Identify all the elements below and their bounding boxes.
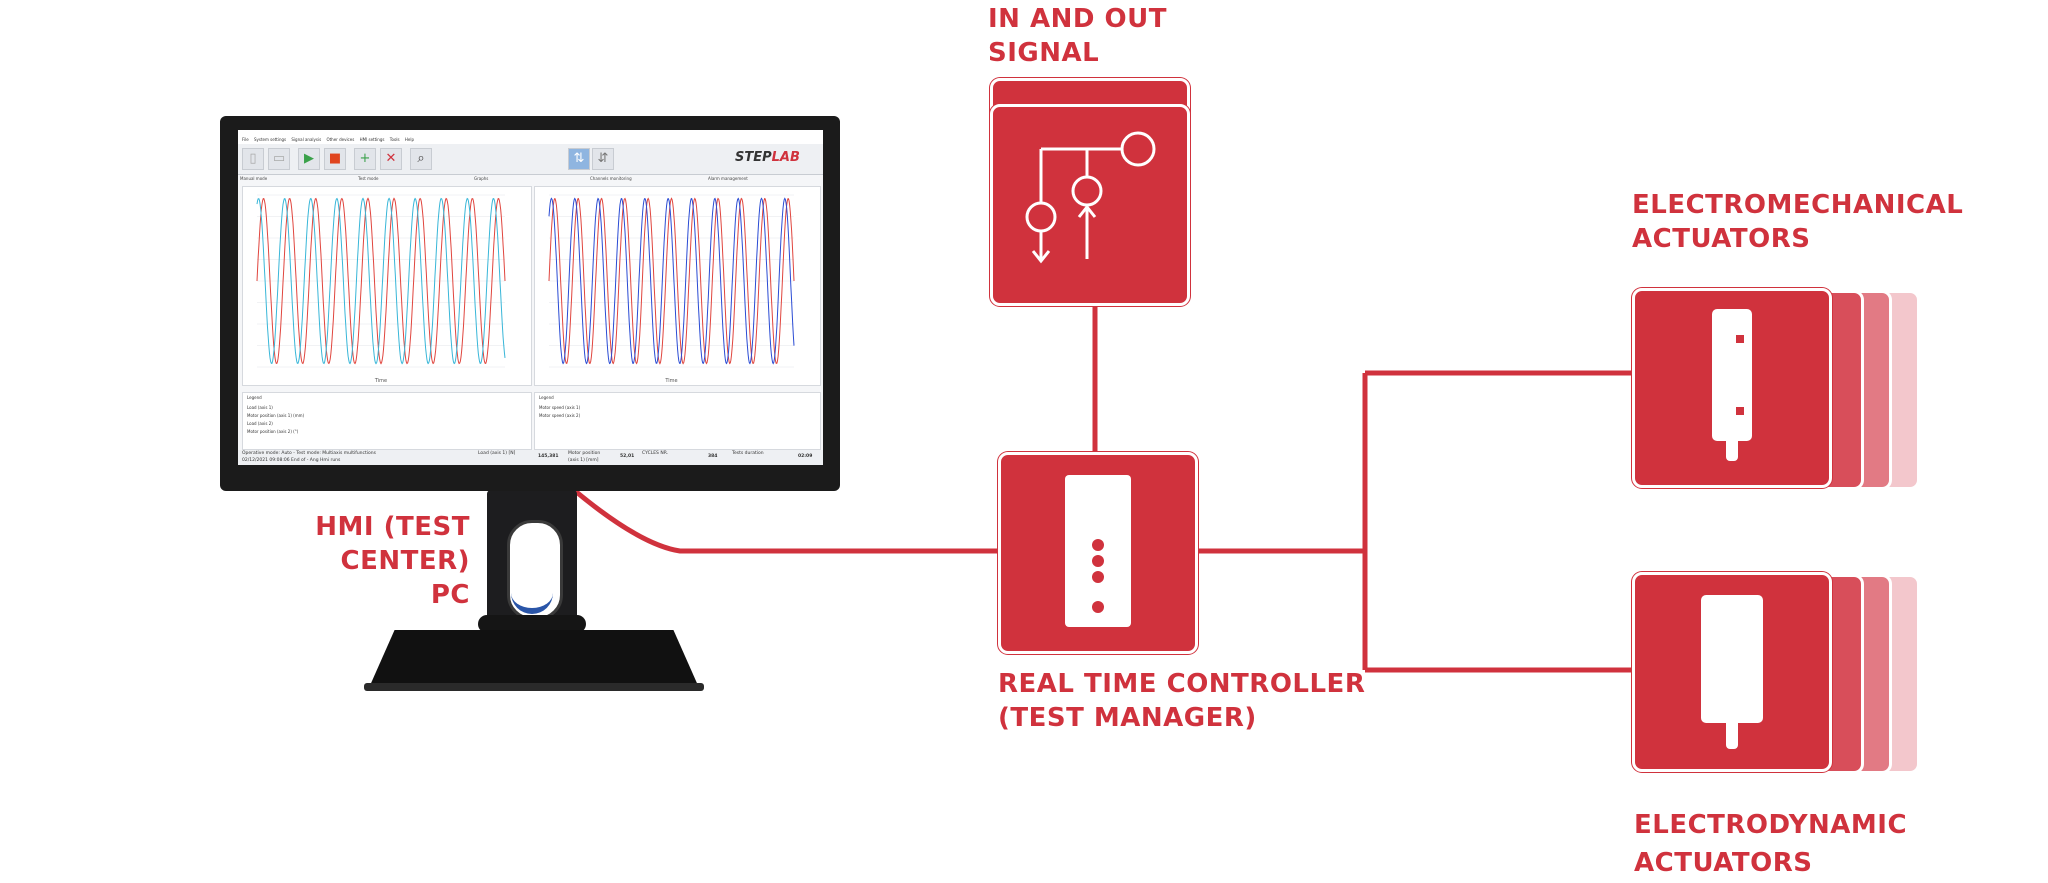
signal-label-line1: IN AND OUT	[988, 4, 1167, 34]
controller-block	[998, 452, 1198, 654]
series-line-2	[256, 197, 506, 365]
electromech-label: ELECTROMECHANICAL ACTUATORS	[1632, 188, 1963, 256]
series-line-1	[256, 197, 506, 365]
hmi-screen: File System settings Signal analysis Oth…	[238, 130, 823, 465]
pc-to-controller-cable	[572, 488, 1005, 554]
signal-label: IN AND OUT SIGNAL	[988, 2, 1167, 70]
electromech-label-line2: ACTUATORS	[1632, 224, 1811, 254]
signal-block	[990, 104, 1190, 306]
status-load-label: Load (axis 1) [N]	[478, 451, 516, 456]
delete-icon[interactable]: ✕	[380, 148, 402, 170]
open-folder-icon[interactable]: ▭	[268, 148, 290, 170]
menu-other-devices[interactable]: Other devices	[326, 137, 355, 142]
graph-mode-icon[interactable]: ⇅	[568, 148, 590, 170]
legend-entry[interactable]: Load (axis 1)	[247, 405, 273, 410]
status-log: 02/12/2021 09:08:06 End of - Ang Hmi run…	[242, 458, 341, 463]
status-motor-unit: (axis 1) [mm]	[568, 458, 599, 463]
signal-io-icon	[1025, 131, 1156, 264]
stop-icon[interactable]: ■	[324, 148, 346, 170]
x-axis-label: Time	[374, 378, 387, 384]
status-duration-value: 02:09	[798, 454, 813, 459]
menu-help[interactable]: Help	[404, 137, 415, 142]
toolbar: ▯ ▭ ▶ ■ + ✕ ⌕ ⇅ ⇵ STEPLAB	[238, 144, 823, 175]
chart-left-plot: Time	[256, 194, 506, 384]
add-icon[interactable]: +	[354, 148, 376, 170]
menu-file[interactable]: File	[242, 137, 249, 142]
legend-entry[interactable]: Motor speed (axis 2)	[539, 413, 581, 418]
electrodyn-label: ELECTRODYNAMIC ACTUATORS	[1634, 806, 1907, 882]
steplab-logo: STEPLAB	[735, 150, 800, 165]
menu-bar: File System settings Signal analysis Oth…	[238, 137, 823, 144]
status-cycles-label: CYCLES NR.	[642, 451, 669, 456]
tab-strip: Manual mode Test mode Graphs Channels mo…	[238, 176, 823, 183]
status-motor-label: Motor position	[568, 451, 601, 456]
legend-title: Legend	[539, 395, 554, 400]
status-cycles-value: 384	[708, 454, 718, 459]
hmi-label-line2: PC	[430, 580, 470, 610]
x-axis-label: Time	[664, 378, 677, 384]
series-line-1	[548, 197, 795, 365]
controller-label: REAL TIME CONTROLLER (TEST MANAGER)	[998, 667, 1365, 735]
hmi-label-line1: HMI (TEST CENTER)	[315, 512, 470, 576]
monitor-base-edge	[364, 683, 704, 691]
electromech-block	[1632, 288, 1832, 488]
legend-entry[interactable]: Motor position (axis 2) (°)	[247, 429, 299, 434]
tab-alarm-management[interactable]: Alarm management	[708, 176, 748, 181]
tab-graphs[interactable]: Graphs	[474, 176, 489, 181]
play-icon[interactable]: ▶	[298, 148, 320, 170]
series-line-2	[548, 197, 795, 365]
legend-title: Legend	[247, 395, 262, 400]
status-motor-value: 52,01	[620, 454, 635, 459]
graph-settings-icon[interactable]: ⇵	[592, 148, 614, 170]
electrodyn-label-line2: ACTUATORS	[1634, 848, 1813, 878]
status-duration-label: Tests duration	[732, 451, 764, 456]
status-load-value: 145,381	[538, 454, 559, 459]
legend-right: Legend Motor speed (axis 1) Motor speed …	[534, 392, 821, 450]
monitor-base	[368, 630, 700, 690]
chart-right: Time	[534, 186, 821, 386]
status-mode: Operative mode: Auto - Test mode: Multia…	[242, 451, 376, 456]
tab-manual-mode[interactable]: Manual mode	[240, 176, 268, 181]
menu-tools[interactable]: Tools	[389, 137, 400, 142]
legend-entry[interactable]: Motor speed (axis 1)	[539, 405, 581, 410]
tab-channels-monitoring[interactable]: Channels monitoring	[590, 176, 632, 181]
legend-left: Legend Load (axis 1) Motor position (axi…	[242, 392, 532, 450]
monitor-stand-accent	[511, 592, 553, 614]
electromech-label-line1: ELECTROMECHANICAL	[1632, 190, 1964, 220]
menu-system-settings[interactable]: System settings	[253, 137, 287, 142]
electrodyn-label-line1: ELECTRODYNAMIC	[1634, 810, 1908, 840]
monitor-stand-collar	[478, 615, 586, 633]
controller-label-line2: (TEST MANAGER)	[998, 703, 1257, 733]
electrodyn-actuator-icon	[1701, 595, 1763, 723]
window-title-bar	[238, 130, 823, 137]
chart-left: Time	[242, 186, 532, 386]
status-bar: Operative mode: Auto - Test mode: Multia…	[238, 450, 823, 465]
tab-test-mode[interactable]: Test mode	[358, 176, 379, 181]
new-file-icon[interactable]: ▯	[242, 148, 264, 170]
hmi-label: HMI (TEST CENTER) PC	[222, 510, 470, 612]
chart-right-plot: Time	[548, 194, 795, 384]
electromech-actuator-icon	[1712, 309, 1752, 441]
legend-entry[interactable]: Load (axis 2)	[247, 421, 273, 426]
signal-label-line2: SIGNAL	[988, 38, 1100, 68]
electrodyn-block	[1632, 572, 1832, 772]
monitor: File System settings Signal analysis Oth…	[220, 116, 840, 491]
search-icon[interactable]: ⌕	[410, 148, 432, 170]
menu-signal-analysis[interactable]: Signal analysis	[291, 137, 322, 142]
legend-entry[interactable]: Motor position (axis 1) (mm)	[247, 413, 305, 418]
menu-hmi-settings[interactable]: HMI settings	[359, 137, 385, 142]
controller-label-line1: REAL TIME CONTROLLER	[998, 669, 1366, 699]
controller-unit-icon	[1065, 475, 1131, 627]
